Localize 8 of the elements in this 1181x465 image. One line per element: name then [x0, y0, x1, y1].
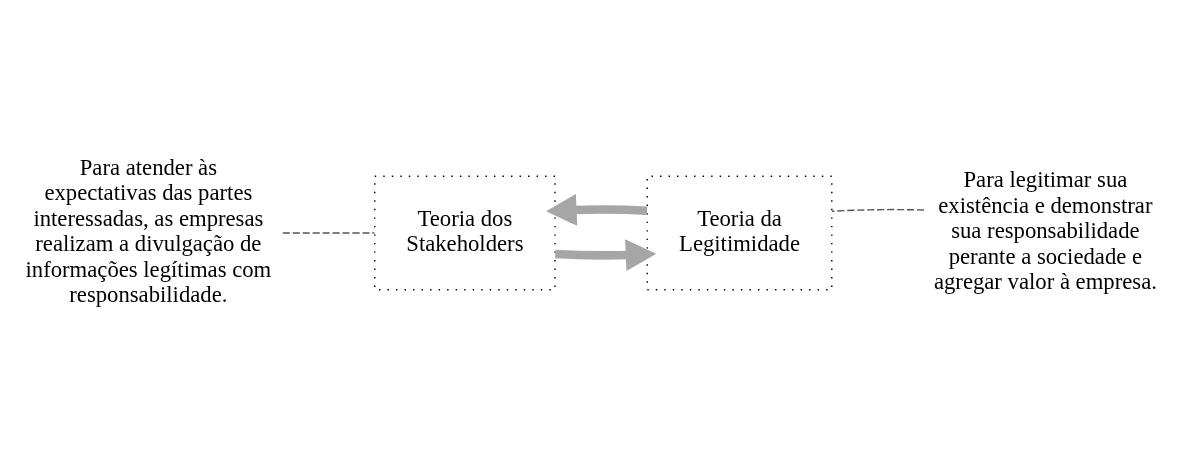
node-box: Teoria da Legitimidade: [646, 175, 833, 290]
arrow: [546, 193, 648, 226]
arrow: [555, 238, 657, 271]
connector: [282, 231, 376, 234]
node-box: Teoria dos Stakeholders: [374, 175, 556, 290]
connector: [831, 208, 925, 212]
node-text: Para legitimar sua existência e demonstrar sua responsabilidade perante a sociedade e agregar valor à empresa.: [933, 166, 1157, 294]
node-text: Para atender às expectativas das partes interessadas, as empresas realizam a divulgação de informações legítimas com responsabilidade.: [25, 154, 272, 307]
